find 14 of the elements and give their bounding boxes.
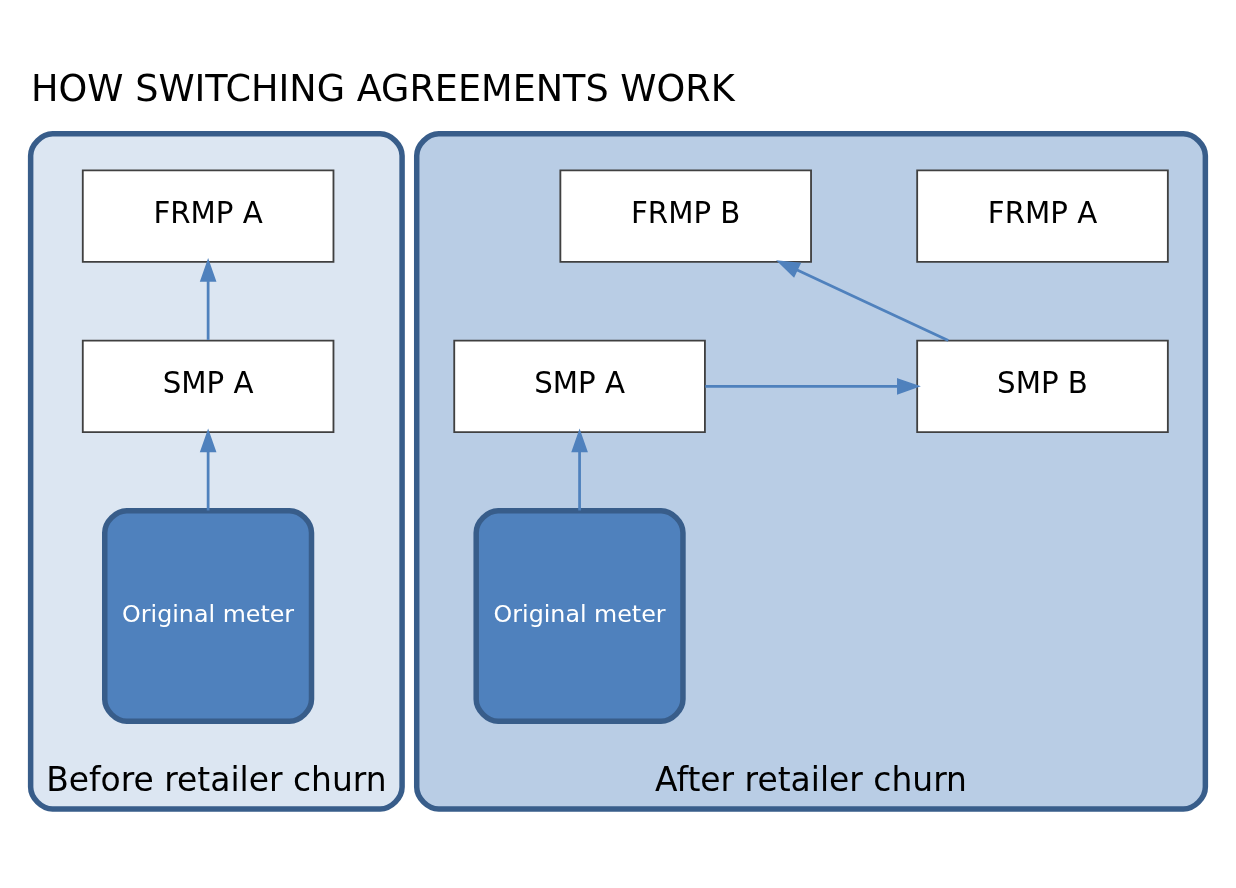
arrow	[199, 258, 217, 340]
node-box: SMP A	[81, 339, 335, 434]
arrow	[776, 260, 949, 342]
node-box: FRMP A	[916, 169, 1169, 263]
node-box: FRMP A	[81, 169, 335, 263]
diagram-title: HOW SWITCHING AGREEMENTS WORK	[31, 66, 735, 110]
arrow	[705, 378, 921, 395]
node-box: FRMP B	[559, 169, 812, 263]
node-box: SMP B	[916, 339, 1169, 434]
arrow	[571, 428, 588, 511]
arrow	[199, 428, 217, 511]
node-box: Original meter	[102, 508, 315, 724]
node-box: Original meter	[473, 508, 686, 724]
node-box: SMP A	[453, 339, 706, 434]
